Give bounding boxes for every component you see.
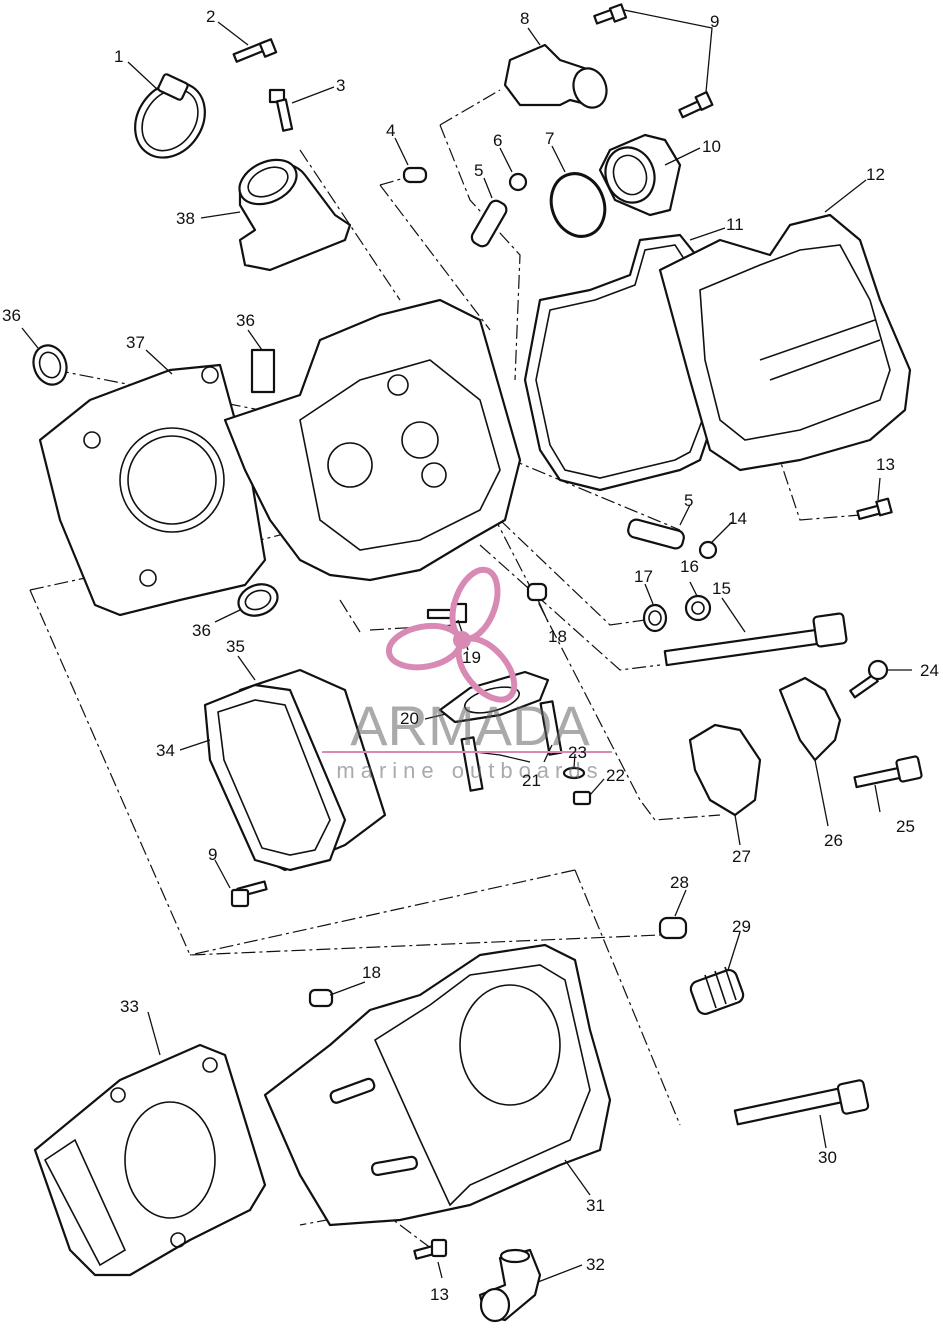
intake-boot-part-38 [238,158,352,272]
washer-part-17 [642,603,668,633]
callout-5-lower: 5 [684,491,693,510]
propeller-icon [385,566,518,703]
callout-4: 4 [386,121,395,140]
callout-29: 29 [732,917,751,936]
callout-25: 25 [896,817,915,836]
seal-ring-part-36-lower [237,583,279,617]
callout-2: 2 [206,7,215,26]
callout-31: 31 [586,1196,605,1215]
stud-part-21 [460,700,563,792]
callout-20: 20 [400,709,419,728]
bolt-part-19 [426,602,468,624]
callout-33: 33 [120,997,139,1016]
o-ring-part-7 [549,172,607,238]
nut-part-22 [572,790,592,806]
valve-guide-part-5-lower [627,518,685,550]
screw-part-2 [232,38,278,63]
callout-24: 24 [920,661,939,680]
screw-part-9-upper [593,3,714,119]
fitting-part-29 [689,966,745,1016]
callout-18-lower: 18 [362,963,381,982]
leader-lines [21,9,912,1283]
callout-19: 19 [462,648,481,667]
callout-5-upper: 5 [474,161,483,180]
dowel-part-18-lower [308,988,334,1008]
long-bolt-part-15 [663,612,848,667]
callout-13-lower: 13 [430,1285,449,1304]
screw-part-9-lower [230,880,268,908]
callout-22: 22 [606,766,625,785]
callout-9-upper: 9 [710,12,719,31]
callout-8: 8 [520,9,529,28]
seal-part-6 [508,172,528,192]
callout-15: 15 [712,579,731,598]
callout-13-upper: 13 [876,455,895,474]
dowel-part-4 [402,166,428,184]
head-gasket-part-37 [38,363,267,617]
screw-part-24 [849,659,889,699]
callout-36-bottom: 36 [192,621,211,640]
callout-26: 26 [824,831,843,850]
callout-32: 32 [586,1255,605,1274]
callout-11: 11 [726,215,744,234]
callout-labels: 1 2 3 4 5 5 6 7 8 9 9 10 11 12 13 13 14 … [2,7,939,1304]
bolt-part-13-lower [413,1238,448,1260]
callout-38: 38 [176,209,195,228]
dowel-part-18-upper [526,582,548,602]
bolt-part-3 [268,88,294,132]
callout-3: 3 [336,76,345,95]
cylinder-part-31 [263,943,612,1227]
long-bolt-part-30 [733,1079,870,1126]
callout-34: 34 [156,741,175,760]
side-cover-part-34 [203,683,347,872]
callout-23: 23 [568,743,587,762]
valve-cover-part-12 [658,213,912,472]
callout-12: 12 [866,165,885,184]
hose-clamp-part-1 [134,73,206,159]
valve-guide-part-5-upper [470,199,508,248]
callout-27: 27 [732,847,751,866]
callout-14: 14 [728,509,747,528]
cylinder-head-assembly [223,298,522,582]
seal-ring-part-36-left [32,344,68,386]
callout-6: 6 [493,131,502,150]
callout-36-top: 36 [236,311,255,330]
callout-10: 10 [702,137,721,156]
callout-36-left: 36 [2,306,21,325]
callout-16: 16 [680,557,699,576]
bolt-part-13-upper [856,497,893,521]
callout-1: 1 [114,47,123,66]
callout-37: 37 [126,333,145,352]
dowel-part-28 [658,916,688,940]
callout-21: 21 [522,771,541,790]
callout-28: 28 [670,873,689,892]
nut-part-14 [698,540,718,560]
callout-7: 7 [545,129,554,148]
watermark-tagline: marine outboards [336,758,603,783]
plug-part-16 [684,594,712,622]
base-gasket-part-33 [33,1043,267,1277]
elbow-fitting-part-8 [503,43,608,109]
callout-18-upper: 18 [548,627,567,646]
elbow-part-32 [478,1248,542,1323]
watermark-brand: ARMADA [350,694,590,757]
callout-9-lower: 9 [208,845,217,864]
callout-30: 30 [818,1148,837,1167]
callout-35: 35 [226,637,245,656]
armada-watermark: ARMADA marine outboards [322,566,612,783]
bolt-part-25 [853,755,923,789]
bracket-part-26 [778,676,842,762]
bracket-part-27 [688,723,762,817]
callout-17: 17 [634,567,653,586]
thermostat-housing-part-10 [598,133,682,217]
